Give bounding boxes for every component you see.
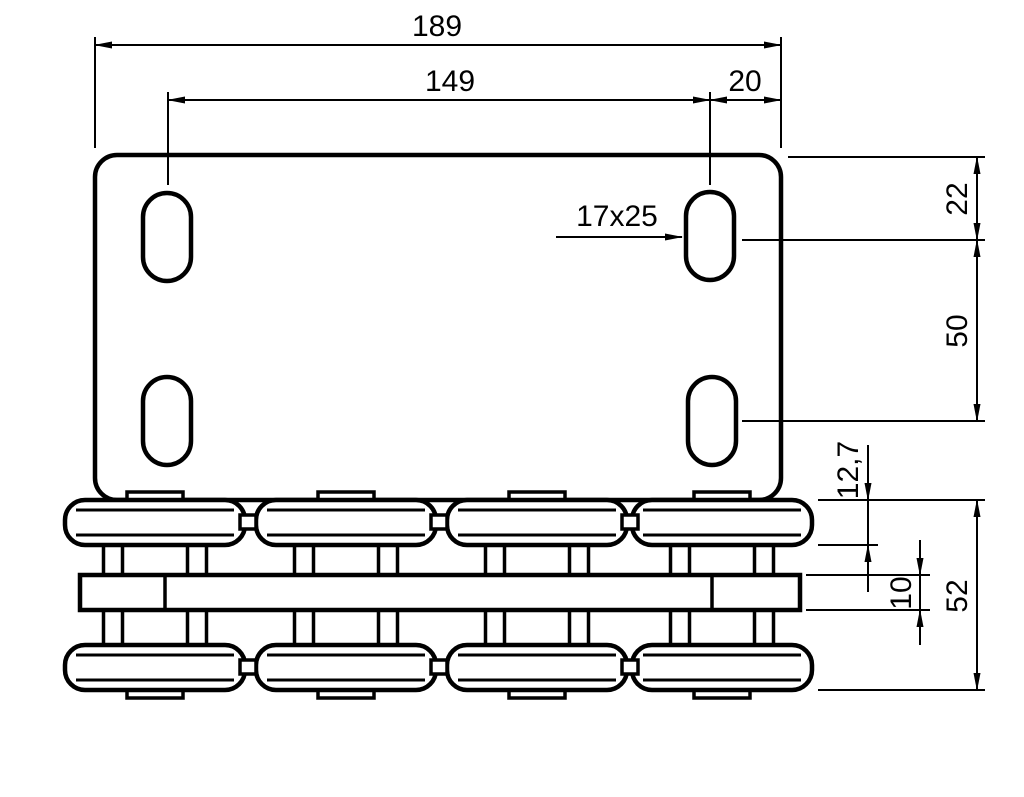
center-link-bar bbox=[77, 572, 803, 613]
link-plate bbox=[752, 605, 776, 649]
pin bbox=[429, 513, 449, 531]
roller bbox=[444, 497, 630, 548]
dimension-chain-overall-height: 52 bbox=[941, 499, 981, 691]
slot-size-label: 17x25 bbox=[576, 200, 658, 233]
chain-top-tabs bbox=[125, 490, 752, 503]
roller-chain bbox=[62, 490, 815, 700]
pin bbox=[238, 513, 258, 531]
dimension-slot-span: 149 bbox=[167, 65, 711, 104]
dimension-link-plate-height: 10 bbox=[885, 540, 924, 645]
dimension-label-overall-width: 189 bbox=[412, 10, 462, 43]
link-plate bbox=[483, 605, 507, 649]
link-plate bbox=[567, 540, 591, 580]
dimension-slot-vertical-spacing: 50 bbox=[941, 239, 981, 422]
link-plate bbox=[752, 540, 776, 580]
dimension-label-roller-diameter: 12,7 bbox=[832, 441, 865, 499]
link-plates-upper bbox=[101, 540, 776, 580]
dimension-slot-edge-offset: 20 bbox=[709, 65, 782, 104]
link-plate bbox=[101, 540, 125, 580]
roller bbox=[629, 497, 815, 548]
link-plate bbox=[567, 605, 591, 649]
slot-size-callout: 17x25 bbox=[556, 200, 683, 241]
link-plate bbox=[376, 540, 400, 580]
roller bbox=[253, 497, 439, 548]
pin bbox=[620, 513, 640, 531]
pin bbox=[620, 658, 640, 676]
link-plate bbox=[101, 605, 125, 649]
dimension-label-slot-vertical-spacing: 50 bbox=[941, 314, 974, 347]
link-plate bbox=[668, 605, 692, 649]
rollers-bottom bbox=[62, 642, 815, 693]
dimension-label-slot-edge-offset: 20 bbox=[728, 65, 761, 98]
base-plate bbox=[92, 152, 784, 503]
link-plate bbox=[483, 540, 507, 580]
link-plate bbox=[185, 540, 209, 580]
dimension-overall-width: 189 bbox=[94, 10, 782, 49]
dimension-label-top-edge-to-slot: 22 bbox=[941, 182, 974, 215]
link-plate bbox=[668, 540, 692, 580]
link-plate bbox=[185, 605, 209, 649]
roller bbox=[62, 497, 248, 548]
mounting-slot-top-left bbox=[140, 190, 194, 284]
link-plate bbox=[376, 605, 400, 649]
dimension-top-edge-to-slot: 22 bbox=[941, 156, 981, 241]
mounting-slot-top-right bbox=[683, 189, 737, 283]
mounting-slot-bottom-left bbox=[140, 374, 194, 468]
roller bbox=[253, 642, 439, 693]
link-plate bbox=[292, 540, 316, 580]
roller bbox=[444, 642, 630, 693]
dimension-label-link-plate-height: 10 bbox=[885, 576, 918, 609]
roller-pin-connectors bbox=[238, 513, 640, 676]
dimension-roller-diameter: 12,7 bbox=[832, 441, 872, 592]
center-bar-outline bbox=[77, 572, 803, 613]
mounting-slot-bottom-right bbox=[685, 374, 739, 468]
dimension-label-chain-overall-height: 52 bbox=[941, 579, 974, 612]
dimension-label-slot-span: 149 bbox=[425, 65, 475, 98]
pin bbox=[238, 658, 258, 676]
pin bbox=[429, 658, 449, 676]
roller bbox=[629, 642, 815, 693]
roller bbox=[62, 642, 248, 693]
base-plate-outline bbox=[92, 152, 784, 503]
link-plates-lower bbox=[101, 605, 776, 649]
link-plate bbox=[292, 605, 316, 649]
